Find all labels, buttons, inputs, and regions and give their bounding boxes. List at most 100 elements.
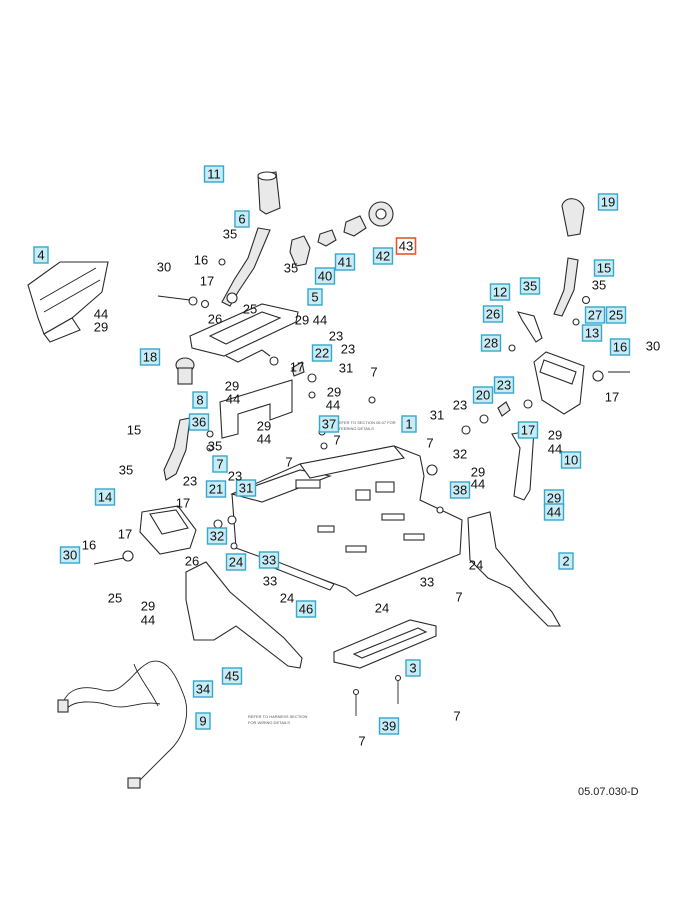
callout-number: 29 bbox=[327, 385, 341, 400]
note-steering-line2: STEERING DETAILS bbox=[336, 426, 374, 431]
callout-number: 7 bbox=[455, 590, 462, 605]
callout-number: 39 bbox=[382, 719, 396, 734]
callout-number: 24 bbox=[375, 601, 389, 616]
callout-number: 35 bbox=[284, 261, 298, 276]
callout-c25c: 25 bbox=[605, 306, 627, 324]
callout-c38: 38 bbox=[449, 481, 471, 499]
callout-number: 27 bbox=[588, 308, 602, 323]
callout-box bbox=[206, 527, 228, 545]
callout-c1: 1 bbox=[401, 415, 417, 433]
callout-c45: 45 bbox=[221, 667, 243, 685]
callout-c44f: 44 bbox=[141, 613, 155, 628]
callout-box bbox=[560, 451, 582, 469]
callout-c17f: 17 bbox=[605, 390, 619, 405]
callout-c20: 20 bbox=[472, 386, 494, 404]
callout-number: 38 bbox=[453, 483, 467, 498]
callout-number: 35 bbox=[592, 278, 606, 293]
callout-number: 15 bbox=[127, 423, 141, 438]
callout-number: 35 bbox=[223, 227, 237, 242]
callout-c29c: 29 bbox=[327, 385, 341, 400]
part-mount-bracket-right bbox=[467, 511, 561, 627]
callout-c19: 19 bbox=[597, 193, 619, 211]
part-bolts-39 bbox=[352, 674, 402, 716]
callout-c44d: 44 bbox=[226, 392, 240, 407]
hardware-items bbox=[93, 258, 630, 565]
callout-number: 26 bbox=[185, 554, 199, 569]
callout-number: 16 bbox=[194, 253, 208, 268]
callout-box bbox=[449, 481, 471, 499]
callout-c30a: 30 bbox=[157, 260, 171, 275]
callout-number: 31 bbox=[430, 408, 444, 423]
callout-box bbox=[401, 415, 417, 433]
callout-box bbox=[192, 391, 208, 409]
callout-number: 46 bbox=[299, 602, 313, 617]
callout-number: 33 bbox=[262, 553, 276, 568]
callout-box bbox=[609, 338, 631, 356]
callout-number: 29 bbox=[94, 320, 108, 335]
callout-c30c: 30 bbox=[59, 546, 81, 564]
callout-box bbox=[258, 551, 280, 569]
callout-c44i: 44 bbox=[543, 503, 565, 521]
callout-box bbox=[221, 667, 243, 685]
callout-c43: 43 bbox=[395, 237, 417, 255]
callout-c8: 8 bbox=[192, 391, 208, 409]
callout-c35a: 35 bbox=[223, 227, 237, 242]
callout-c10: 10 bbox=[560, 451, 582, 469]
callout-box bbox=[212, 455, 228, 473]
callout-number: 11 bbox=[207, 167, 221, 182]
callout-box bbox=[543, 503, 565, 521]
callout-box bbox=[234, 210, 250, 228]
callout-number: 6 bbox=[238, 212, 245, 227]
callout-number: 26 bbox=[486, 307, 500, 322]
callout-c44h: 44 bbox=[471, 477, 485, 492]
callout-number: 17 bbox=[200, 274, 214, 289]
callout-number: 23 bbox=[329, 329, 343, 344]
callout-c3: 3 bbox=[405, 659, 421, 677]
callout-c25b: 25 bbox=[108, 591, 122, 606]
part-knob-19 bbox=[561, 198, 585, 237]
callout-box bbox=[517, 421, 539, 439]
callout-number: 41 bbox=[338, 255, 352, 270]
callout-number: 25 bbox=[609, 308, 623, 323]
callout-c17b: 17 bbox=[290, 360, 304, 375]
callout-c36: 36 bbox=[188, 413, 210, 431]
callout-c24d: 24 bbox=[469, 558, 483, 573]
callout-number: 42 bbox=[376, 249, 390, 264]
part-side-panel bbox=[27, 261, 109, 343]
callout-number: 29 bbox=[548, 428, 562, 443]
callout-box bbox=[593, 259, 615, 277]
callout-c16b: 16 bbox=[82, 538, 96, 553]
callout-c35d: 35 bbox=[592, 278, 606, 293]
callout-box bbox=[519, 277, 541, 295]
callout-number: 45 bbox=[225, 669, 239, 684]
part-control-housing-left bbox=[139, 505, 197, 555]
callout-number: 25 bbox=[243, 302, 257, 317]
callout-c17e: 17 bbox=[176, 496, 190, 511]
callout-box bbox=[480, 334, 502, 352]
callout-box bbox=[311, 344, 333, 362]
callout-c7c: 7 bbox=[426, 436, 433, 451]
callout-c29h: 29 bbox=[471, 465, 485, 480]
callout-box bbox=[482, 305, 504, 323]
callout-number: 24 bbox=[280, 591, 294, 606]
callout-c12: 12 bbox=[489, 283, 511, 301]
callout-box bbox=[493, 376, 515, 394]
callout-c21: 21 bbox=[205, 480, 227, 498]
callout-c44a: 44 bbox=[94, 307, 108, 322]
callout-c29g: 29 bbox=[548, 428, 562, 443]
callout-c39: 39 bbox=[378, 717, 400, 735]
callout-c15b: 15 bbox=[593, 259, 615, 277]
callout-number: 44 bbox=[471, 477, 485, 492]
callout-number: 44 bbox=[326, 398, 340, 413]
callout-c28: 28 bbox=[480, 334, 502, 352]
callout-box bbox=[378, 717, 400, 735]
callout-box bbox=[33, 246, 49, 264]
callout-c42: 42 bbox=[372, 247, 394, 265]
callout-number: 16 bbox=[82, 538, 96, 553]
callout-box bbox=[581, 324, 603, 342]
callout-c2: 2 bbox=[558, 552, 574, 570]
callout-c27: 27 bbox=[584, 306, 606, 324]
callout-c35c: 35 bbox=[519, 277, 541, 295]
callout-c32a: 32 bbox=[453, 447, 467, 462]
callout-number: 44 bbox=[141, 613, 155, 628]
